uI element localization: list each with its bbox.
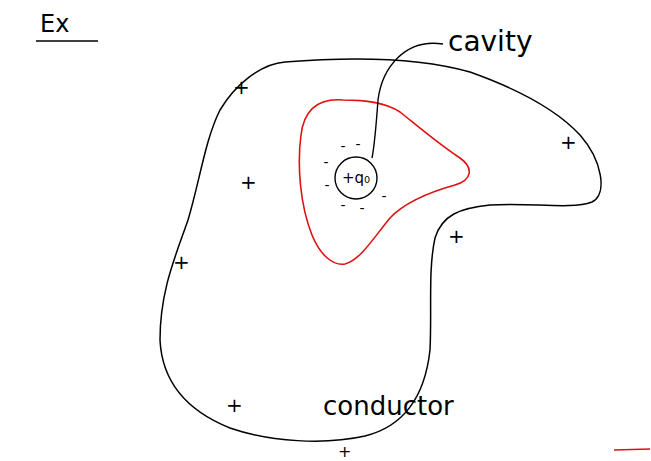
red-mark [614, 449, 650, 450]
minus-charge: - [323, 155, 328, 169]
cavity-circle: +q₀ [334, 156, 378, 200]
minus-charge: - [324, 178, 329, 192]
gaussian-surface [299, 100, 469, 264]
plus-charge: + [226, 395, 243, 415]
minus-charge: - [340, 198, 345, 212]
plus-charge: + [338, 444, 351, 460]
plus-charge: + [240, 172, 257, 192]
plus-charge: + [448, 226, 465, 246]
example-heading: Ex [40, 12, 69, 36]
minus-charge: - [355, 137, 360, 151]
title-underline [36, 40, 98, 42]
plus-charge: + [233, 77, 250, 97]
minus-charge: - [381, 189, 386, 203]
plus-charge: + [560, 132, 577, 152]
region-label: conductor [323, 393, 454, 419]
conductor-shape [150, 50, 610, 450]
conductor-outline: conductor +q₀ [150, 50, 610, 450]
minus-charge: - [359, 201, 364, 215]
minus-charge: - [340, 139, 345, 153]
plus-charge: + [173, 252, 190, 272]
charge-label: +q₀ [342, 171, 370, 186]
callout-label: cavity [448, 28, 532, 56]
